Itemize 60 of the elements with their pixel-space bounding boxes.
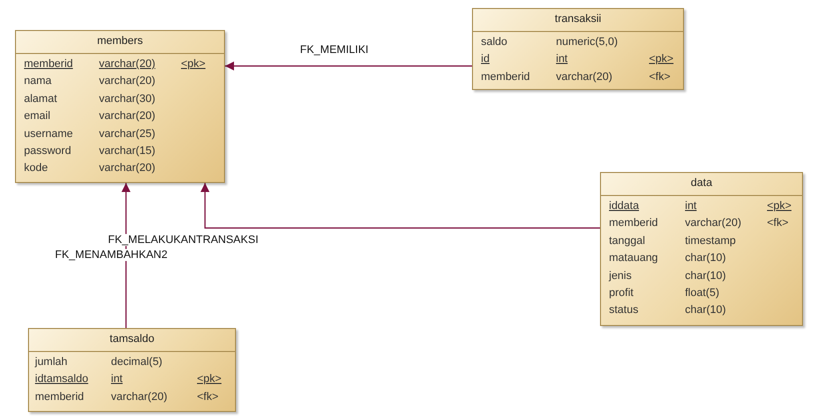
column-name: idtamsaldo <box>35 372 88 386</box>
column-name: alamat <box>24 92 58 106</box>
table-title: tamsaldo <box>110 333 154 345</box>
table-box <box>472 8 684 90</box>
data-type: varchar(20) <box>99 57 156 71</box>
column-name: memberid <box>24 57 73 71</box>
key-tag: <fk> <box>197 390 218 404</box>
column-name: email <box>24 109 50 124</box>
key-tag: <pk> <box>649 52 674 66</box>
edge-label: FK_MEMILIKI <box>300 44 368 56</box>
edge-label: FK_MENAMBAHKAN2 <box>55 249 168 261</box>
column-name: tanggal <box>609 234 646 248</box>
column-name: kode <box>24 161 48 176</box>
data-type: int <box>685 199 697 213</box>
data-type: float(5) <box>685 286 720 300</box>
relationship-arrow <box>200 183 600 229</box>
key-tag: <pk> <box>197 372 222 386</box>
column-name: jumlah <box>35 355 68 369</box>
key-tag: <pk> <box>181 57 206 71</box>
table-title: transaksii <box>554 13 602 25</box>
data-type: int <box>556 52 568 66</box>
column-name: status <box>609 303 638 318</box>
data-type: varchar(20) <box>111 390 168 404</box>
column-name: memberid <box>481 70 530 84</box>
relationship-arrow <box>225 62 472 70</box>
column-name: profit <box>609 286 634 300</box>
key-tag: <fk> <box>767 216 788 230</box>
data-type: char(10) <box>685 268 726 283</box>
column-name: id <box>481 52 490 66</box>
data-type: varchar(30) <box>99 92 156 106</box>
table-box <box>600 172 803 326</box>
column-name: memberid <box>35 390 84 404</box>
data-type: varchar(25) <box>99 126 156 141</box>
column-name: nama <box>24 74 52 88</box>
data-type: varchar(20) <box>685 216 742 230</box>
table-title: members <box>97 35 143 47</box>
column-name: memberid <box>609 216 658 230</box>
column-name: iddata <box>609 199 639 213</box>
table-box <box>15 30 225 183</box>
data-type: char(10) <box>685 303 726 318</box>
column-name: matauang <box>609 251 658 266</box>
data-type: timestamp <box>685 234 736 248</box>
table-box <box>28 328 236 412</box>
column-name: password <box>24 144 72 158</box>
column-name: saldo <box>481 35 508 49</box>
column-name: username <box>24 126 73 141</box>
data-type: numeric(5,0) <box>556 35 618 49</box>
data-type: varchar(20) <box>99 74 156 88</box>
key-tag: <pk> <box>767 199 792 213</box>
data-type: varchar(15) <box>99 144 156 158</box>
data-type: varchar(20) <box>99 161 156 176</box>
column-name: jenis <box>609 268 632 283</box>
data-type: decimal(5) <box>111 355 162 369</box>
data-type: varchar(20) <box>99 109 156 124</box>
data-type: varchar(20) <box>556 70 612 84</box>
key-tag: <fk> <box>649 70 670 84</box>
table-title: data <box>690 177 712 189</box>
data-type: int <box>111 372 123 386</box>
edge-label: FK_MELAKUKANTRANSAKSI <box>108 234 258 246</box>
data-type: char(10) <box>685 251 726 266</box>
